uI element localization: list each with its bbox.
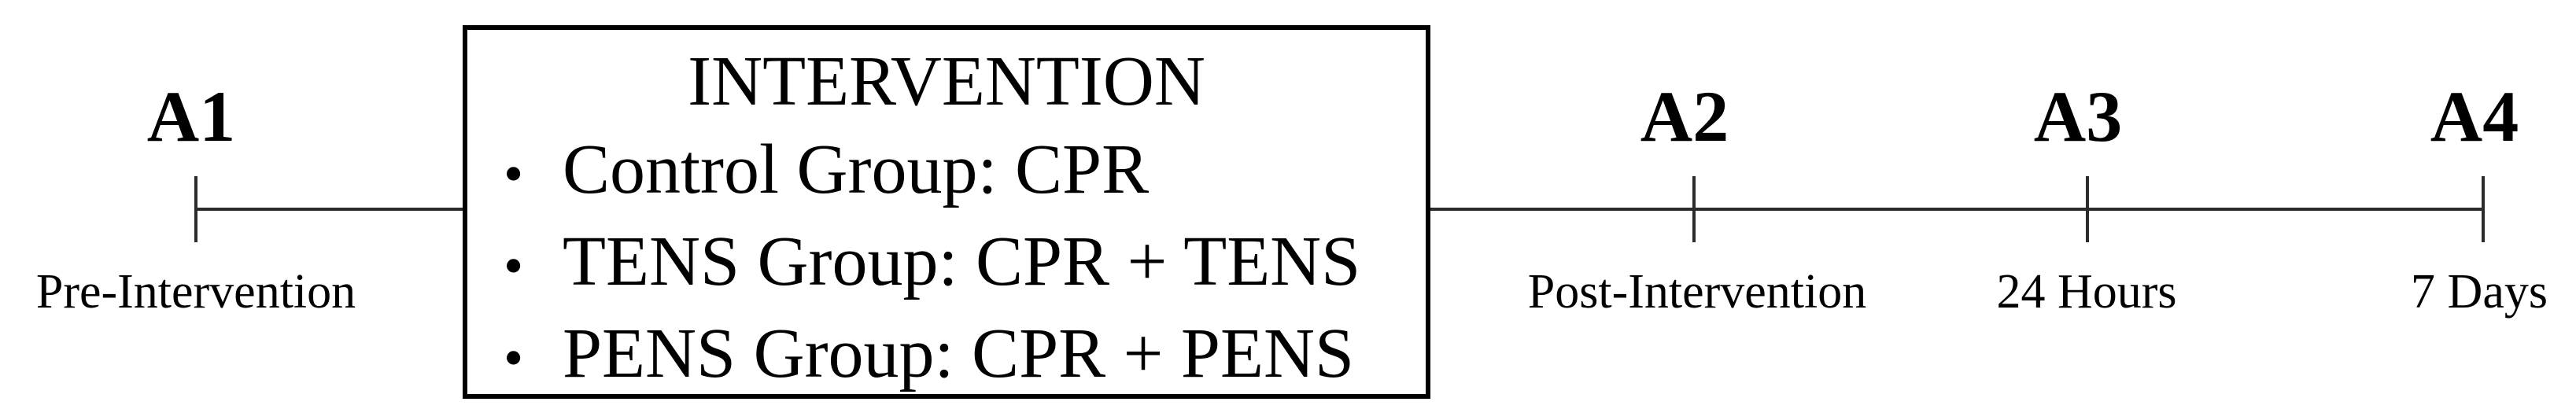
intervention-box-title: INTERVENTION: [688, 42, 1205, 120]
intervention-box: INTERVENTION • Control Group: CPR • TENS…: [463, 25, 1430, 399]
timepoint-label-24-hours: 24 Hours: [1996, 265, 2177, 319]
intervention-item-text: PENS Group: CPR + PENS: [563, 315, 1354, 392]
timeline-segment-right: [1430, 208, 2483, 211]
timepoint-label-7-days: 7 Days: [2411, 265, 2548, 319]
timepoint-id-a1: A1: [146, 76, 236, 157]
timepoint-id-a4: A4: [2430, 76, 2519, 157]
timepoint-label-pre-intervention: Pre-Intervention: [35, 265, 356, 319]
bullet-icon: •: [504, 326, 524, 389]
tick-a4: [2482, 176, 2485, 242]
intervention-item-control: • Control Group: CPR: [467, 126, 1426, 218]
intervention-item-text: Control Group: CPR: [563, 131, 1150, 208]
intervention-item-pens: • PENS Group: CPR + PENS: [467, 310, 1426, 402]
timepoint-id-a3: A3: [2033, 76, 2123, 157]
timepoint-label-post-intervention: Post-Intervention: [1527, 265, 1867, 319]
intervention-item-text: TENS Group: CPR + TENS: [563, 223, 1361, 300]
bullet-icon: •: [504, 142, 524, 205]
timeline-segment-left: [196, 208, 463, 211]
tick-a3: [2086, 176, 2089, 242]
timepoint-id-a2: A2: [1640, 76, 1729, 157]
intervention-item-tens: • TENS Group: CPR + TENS: [467, 218, 1426, 310]
bullet-icon: •: [504, 234, 524, 297]
tick-a1: [194, 176, 197, 242]
tick-a2: [1692, 176, 1696, 242]
